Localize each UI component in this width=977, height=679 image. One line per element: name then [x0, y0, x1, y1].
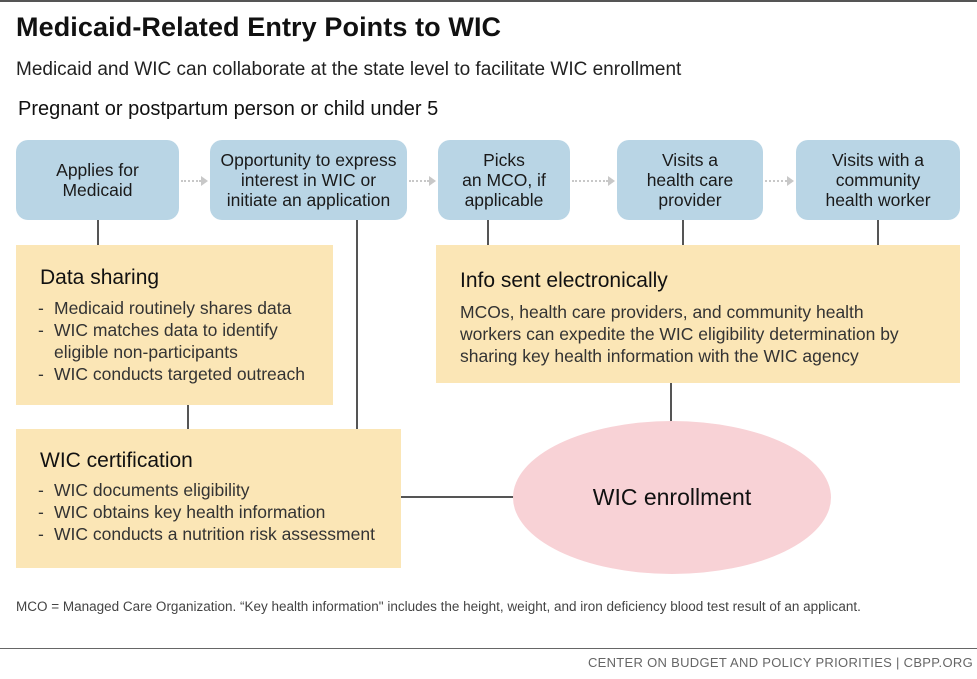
connector-medicaid-to-data-sharing	[97, 220, 99, 246]
list-item: -WIC matches data to identify eligible n…	[38, 319, 328, 363]
info-sent-heading: Info sent electronically	[460, 269, 668, 292]
info-sent-box: Info sent electronically MCOs, health ca…	[436, 245, 960, 383]
wic-certification-box: WIC certification -WIC documents eligibi…	[16, 429, 401, 568]
arrow-step1-to-step2	[181, 180, 201, 182]
bullet-dash: -	[38, 502, 44, 522]
list-item: -WIC obtains key health information	[38, 501, 398, 523]
page-title: Medicaid-Related Entry Points to WIC	[16, 12, 502, 42]
connector-chw-to-info-sent	[877, 220, 879, 246]
bullet-dash: -	[38, 524, 44, 544]
step-visits-health-care-provider: Visits a health care provider	[617, 140, 763, 220]
data-sharing-box: Data sharing -Medicaid routinely shares …	[16, 245, 333, 405]
eligible-group-label: Pregnant or postpartum person or child u…	[18, 98, 439, 120]
list-item-text: WIC conducts targeted outreach	[54, 364, 305, 384]
list-item-text: WIC obtains key health information	[54, 502, 326, 522]
page-subtitle: Medicaid and WIC can collaborate at the …	[16, 59, 682, 80]
arrowhead-step2-to-step3	[429, 176, 436, 186]
list-item: -WIC documents eligibility	[38, 479, 398, 501]
connector-opportunity-to-certification	[356, 220, 358, 430]
wic-certification-heading: WIC certification	[40, 449, 193, 472]
data-sharing-list: -Medicaid routinely shares data -WIC mat…	[38, 297, 328, 385]
step-visits-community-health-worker: Visits with a community health worker	[796, 140, 960, 220]
bullet-dash: -	[38, 320, 44, 340]
connector-info-sent-to-enrollment	[670, 382, 672, 424]
connector-certification-to-enrollment	[400, 496, 520, 498]
top-rule	[0, 0, 977, 2]
arrowhead-step3-to-step4	[608, 176, 615, 186]
connector-mco-to-info-sent	[487, 220, 489, 246]
info-sent-body: MCOs, health care providers, and communi…	[460, 302, 899, 366]
list-item: -WIC conducts targeted outreach	[38, 363, 328, 385]
arrow-step2-to-step3	[409, 180, 429, 182]
data-sharing-heading: Data sharing	[40, 266, 160, 289]
step-applies-for-medicaid: Applies for Medicaid	[16, 140, 179, 220]
step-opportunity-to-express-interest: Opportunity to express interest in WIC o…	[210, 140, 407, 220]
list-item-text: WIC matches data to identify eligible no…	[54, 320, 278, 362]
step-picks-mco: Picks an MCO, if applicable	[438, 140, 570, 220]
source-credit: CENTER ON BUDGET AND POLICY PRIORITIES |…	[587, 655, 973, 670]
arrow-step4-to-step5	[765, 180, 787, 182]
list-item-text: Medicaid routinely shares data	[54, 298, 292, 318]
wic-enrollment-outcome: WIC enrollment	[513, 421, 831, 574]
list-item: -WIC conducts a nutrition risk assessmen…	[38, 523, 398, 545]
list-item: -Medicaid routinely shares data	[38, 297, 328, 319]
list-item-text: WIC documents eligibility	[54, 480, 250, 500]
list-item-text: WIC conducts a nutrition risk assessment	[54, 524, 375, 544]
arrowhead-step4-to-step5	[787, 176, 794, 186]
arrowhead-step1-to-step2	[201, 176, 208, 186]
arrow-step3-to-step4	[572, 180, 608, 182]
bullet-dash: -	[38, 364, 44, 384]
wic-certification-list: -WIC documents eligibility -WIC obtains …	[38, 479, 398, 545]
footnote: MCO = Managed Care Organization. “Key he…	[16, 599, 861, 614]
bottom-rule	[0, 648, 977, 649]
connector-data-sharing-to-certification	[187, 404, 189, 430]
bullet-dash: -	[38, 298, 44, 318]
connector-provider-to-info-sent	[682, 220, 684, 246]
bullet-dash: -	[38, 480, 44, 500]
